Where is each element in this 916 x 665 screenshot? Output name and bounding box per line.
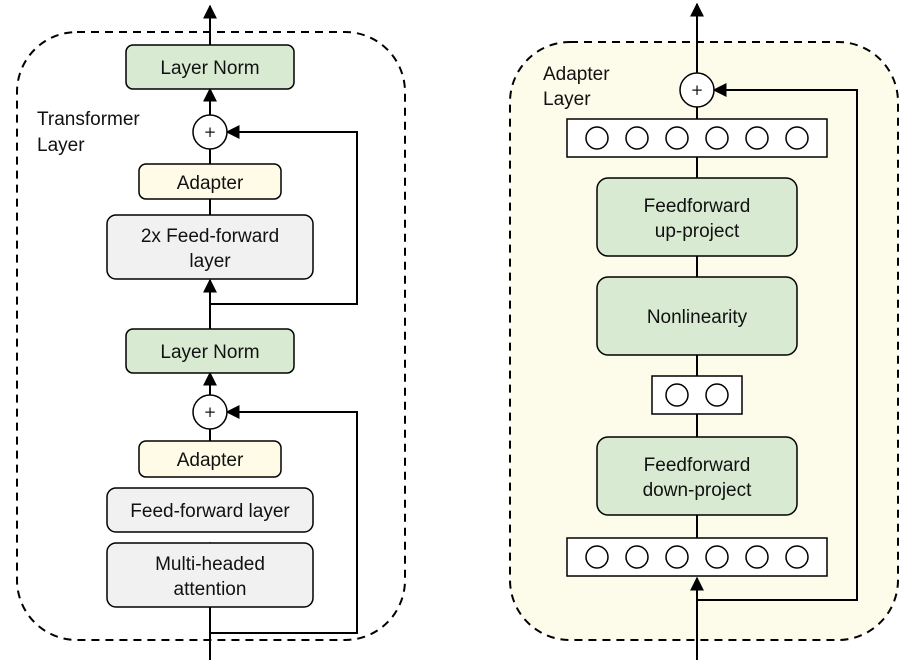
adapter-layer-title-line2: Layer xyxy=(543,89,591,110)
adapter-skip-connection xyxy=(697,83,858,601)
multi-headed-attention-label-line2: attention xyxy=(174,579,247,600)
vector-unit xyxy=(665,126,689,150)
vector-unit xyxy=(785,126,809,150)
feedforward-2x-box xyxy=(106,214,314,280)
layer-norm-bottom-box xyxy=(125,328,295,374)
up-project-label-line2: up-project xyxy=(655,221,740,242)
nonlinearity-box xyxy=(596,276,798,356)
down-project-label-line2: down-project xyxy=(643,480,752,501)
multi-headed-attention-box xyxy=(106,542,314,608)
adapter-add-node xyxy=(679,72,715,108)
vector-unit xyxy=(625,126,649,150)
add-node-top-symbol: + xyxy=(204,123,217,141)
layer-norm-top-box xyxy=(125,44,295,90)
vector-unit xyxy=(745,126,769,150)
layer-norm-top-label: Layer Norm xyxy=(160,58,259,79)
residual-connection-bottom xyxy=(210,405,358,634)
feedforward-box xyxy=(106,487,314,533)
output-vector xyxy=(566,118,828,158)
vector-unit xyxy=(745,545,769,569)
add-node-top xyxy=(192,114,228,150)
vector-unit xyxy=(625,545,649,569)
adapter-add-node-symbol: + xyxy=(691,81,704,99)
input-vector xyxy=(566,537,828,577)
vector-unit xyxy=(665,545,689,569)
residual-connection-top xyxy=(210,125,358,305)
adapter-bottom-label: Adapter xyxy=(177,450,244,471)
adapter-layer-title-line1: Adapter xyxy=(543,64,610,85)
vector-unit xyxy=(585,126,609,150)
multi-headed-attention-label-line1: Multi-headed xyxy=(155,554,265,575)
down-project-box xyxy=(596,436,798,516)
adapter-top-label: Adapter xyxy=(177,173,244,194)
feedforward-2x-label-line1: 2x Feed-forward xyxy=(141,226,279,247)
vector-unit xyxy=(585,545,609,569)
input-vector-units xyxy=(585,545,809,569)
up-project-box xyxy=(596,177,798,257)
output-vector-units xyxy=(585,126,809,150)
nonlinearity-label: Nonlinearity xyxy=(647,307,748,328)
vector-unit xyxy=(705,545,729,569)
vector-unit xyxy=(705,126,729,150)
feedforward-2x-label-line2: layer xyxy=(189,251,231,272)
adapter-top-box xyxy=(138,163,282,200)
vector-unit xyxy=(785,545,809,569)
transformer-layer-title-line1: Transformer xyxy=(37,109,140,130)
vector-unit xyxy=(705,383,729,407)
vector-unit xyxy=(665,383,689,407)
transformer-layer-panel: Transformer Layer Layer Norm + Adapter 2… xyxy=(16,4,406,660)
add-node-bottom xyxy=(192,394,228,430)
feedforward-label: Feed-forward layer xyxy=(130,501,290,522)
adapter-layer-panel: Adapter Layer + Feedforward up-project xyxy=(509,2,899,660)
add-node-bottom-symbol: + xyxy=(204,403,217,421)
layer-norm-bottom-label: Layer Norm xyxy=(160,342,259,363)
adapter-bottom-box xyxy=(138,440,282,478)
up-project-label-line1: Feedforward xyxy=(644,196,751,217)
down-project-label-line1: Feedforward xyxy=(644,455,751,476)
transformer-layer-title-line2: Layer xyxy=(37,135,85,156)
